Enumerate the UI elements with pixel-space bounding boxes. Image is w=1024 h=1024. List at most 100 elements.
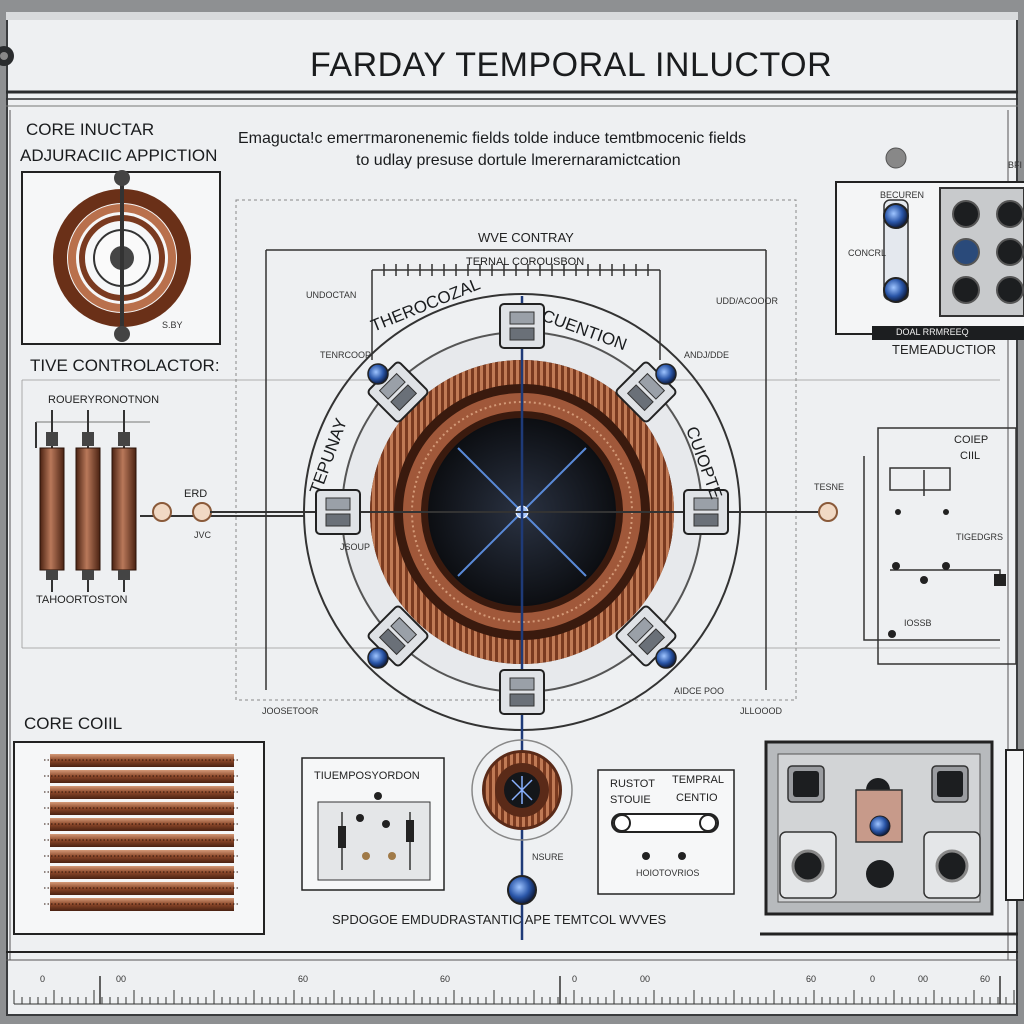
slider-handle[interactable]	[338, 826, 346, 848]
console-key[interactable]	[793, 771, 819, 797]
resistor-icon	[75, 447, 101, 571]
terminal-icon	[888, 630, 896, 638]
erd-label: ERD	[184, 488, 208, 500]
small-label: S.BY	[162, 320, 183, 330]
console-key[interactable]	[937, 771, 963, 797]
small-label-mid-left: TENRCOOP	[320, 350, 372, 360]
console-button[interactable]	[935, 849, 969, 883]
small-label-low-left: JSOUP	[340, 542, 371, 552]
control-label-1: RUSTOT	[610, 778, 656, 790]
resistor-bottom-label: TAHOORTOSTON	[36, 594, 128, 606]
connector-body	[315, 489, 361, 535]
connector-window	[626, 616, 654, 644]
terminal-block	[994, 574, 1006, 586]
terminal-icon	[818, 502, 838, 522]
tesne-label: TESNE	[814, 482, 845, 492]
panel-button[interactable]	[952, 238, 980, 266]
spark-icon	[511, 776, 533, 804]
small-coil-winding	[485, 753, 559, 827]
connector-module	[499, 303, 545, 349]
panel-button[interactable]	[996, 238, 1024, 266]
slider-handle[interactable]	[406, 820, 414, 842]
connector-window	[693, 513, 719, 527]
ruler-label: 0	[870, 974, 876, 984]
switch-bar[interactable]	[611, 813, 719, 833]
wave-control-label: WVE CONTRAY	[478, 230, 574, 245]
console-button[interactable]	[866, 860, 894, 888]
control-label-5: HOIOTOVRIOS	[636, 868, 700, 878]
label-bar	[872, 326, 1024, 340]
core-inductor-heading: CORE INUCTAR	[26, 120, 155, 139]
connector-body	[499, 669, 545, 715]
coil-label-2: CIIL	[960, 450, 981, 462]
iossb-label: IOSSB	[904, 618, 932, 628]
connector-window	[390, 384, 418, 412]
connector-window	[325, 513, 351, 527]
side-panel	[1005, 749, 1024, 901]
console-button[interactable]	[791, 849, 825, 883]
connector-window	[378, 372, 406, 400]
blue-node-icon	[367, 647, 389, 669]
label-bar-text: DOAL RRMREEQ	[896, 327, 969, 337]
core-coil-heading: CORE COIIL	[24, 714, 123, 733]
connector-window	[509, 311, 535, 325]
coil-label-1: COIEP	[954, 434, 989, 446]
resistor-cap	[118, 570, 130, 580]
terminal-icon	[388, 852, 396, 860]
panel-button[interactable]	[996, 200, 1024, 228]
terminal-icon	[362, 852, 370, 860]
toggle-knob-icon[interactable]	[883, 277, 909, 303]
node-label: NSURE	[532, 852, 564, 862]
connector-module	[683, 489, 729, 535]
ruler-label: 60	[806, 974, 817, 984]
small-coil-ring	[471, 739, 573, 841]
terminal-icon	[895, 509, 901, 515]
small-label-bottom-left: JOOSETOOR	[262, 706, 319, 716]
knob-icon	[114, 326, 130, 342]
panel-button[interactable]	[952, 200, 980, 228]
small-label-low-right: AIDCE POO	[674, 686, 725, 696]
wire	[889, 467, 951, 491]
ruler-label: 0	[572, 974, 578, 984]
ruler-label: 00	[918, 974, 929, 984]
resistor-cap	[82, 570, 94, 580]
screw-icon	[0, 52, 8, 60]
terminal-icon	[943, 509, 949, 515]
console-indicator-icon	[869, 815, 891, 837]
temeaductior-heading: TEMEADUCTIOR	[892, 342, 996, 357]
blue-node-icon	[367, 363, 389, 385]
switch-label-1: BECUREN	[880, 190, 925, 200]
terminal-icon	[152, 502, 172, 522]
terminal-icon	[942, 562, 950, 570]
coil-schematic-panel	[877, 427, 1017, 665]
bottom-node-icon[interactable]	[507, 875, 537, 905]
ruler-label: 00	[640, 974, 651, 984]
terminal-icon	[892, 562, 900, 570]
small-label-right: UDD/ACOOOR	[716, 296, 779, 306]
resistor-icon	[111, 447, 137, 571]
ruler-label: 0	[40, 974, 46, 984]
tagline-line-1: Emagucta!c emerтmaronenemic fields tolde…	[238, 130, 747, 147]
panel-button[interactable]	[996, 276, 1024, 304]
page-title: FARDAY TEMPORAL INLUCTOR	[310, 46, 833, 84]
resistor-cap	[82, 432, 94, 446]
knob-icon	[114, 170, 130, 186]
connector-window	[638, 628, 666, 656]
connector-window	[693, 497, 719, 511]
connector-window	[325, 497, 351, 511]
side-label: JVC	[194, 530, 212, 540]
blue-node-icon	[655, 647, 677, 669]
tagline-line-2: to udlay presuse dortule lmerernaramictc…	[356, 152, 681, 169]
switch-label-2: CONCRL	[848, 248, 887, 258]
wire	[890, 569, 1001, 584]
terminal-icon	[642, 852, 650, 860]
ruler-label: 60	[440, 974, 451, 984]
slider-panel-header: TIUEMPOSYORDON	[314, 770, 420, 782]
blue-node-icon	[655, 363, 677, 385]
ternal-label: TERNAL COROUSBON	[466, 256, 585, 268]
toggle-knob-icon[interactable]	[883, 203, 909, 229]
panel-button[interactable]	[952, 276, 980, 304]
resistor-cap	[46, 432, 58, 446]
